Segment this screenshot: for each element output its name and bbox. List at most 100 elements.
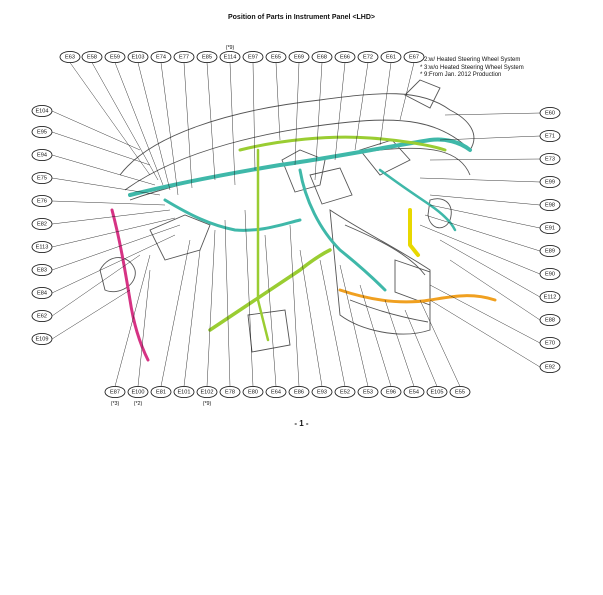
leader-e52 — [319, 259, 346, 387]
connector-oval — [311, 50, 333, 64]
page-title: Position of Parts in Instrument Panel <L… — [227, 14, 376, 21]
leader-e113 — [51, 217, 176, 248]
connector-e98: E98 — [539, 198, 561, 212]
connector-e54: E54 — [403, 385, 425, 399]
connector-label: E89 — [545, 248, 555, 254]
connector-e93: E93 — [311, 385, 333, 399]
leader-e92 — [429, 299, 541, 368]
leader-lines — [51, 62, 541, 387]
connector-oval — [357, 50, 379, 64]
connector-label: E95 — [37, 129, 47, 135]
connector-oval — [173, 385, 195, 399]
connector-oval — [539, 129, 561, 143]
panel-outline — [99, 79, 475, 353]
harness-teal-center — [298, 168, 387, 292]
connector-e71: E71 — [539, 129, 561, 143]
connector-e69: E69 — [288, 50, 310, 64]
connector-label: E98 — [545, 202, 555, 208]
leader-e75 — [51, 177, 161, 196]
leader-e60 — [444, 112, 541, 116]
connector-label: E97 — [248, 54, 258, 60]
connector-e81: E81 — [150, 385, 172, 399]
connector-oval — [539, 360, 561, 374]
connector-label: E85 — [202, 54, 212, 60]
connector-label: E83 — [37, 267, 47, 273]
connector-note: (*9) — [226, 45, 235, 51]
connector-label: E112 — [544, 294, 557, 300]
page-number: - 1 - — [294, 419, 309, 428]
leader-e65 — [275, 62, 281, 141]
connector-label: E58 — [87, 54, 97, 60]
connector-oval — [539, 336, 561, 350]
connector-e100: E100(*2) — [127, 385, 149, 407]
connector-oval — [539, 175, 561, 189]
connector-e55: E55 — [449, 385, 471, 399]
connector-label: E91 — [545, 225, 555, 231]
connector-label: E59 — [110, 54, 120, 60]
connector-oval — [127, 385, 149, 399]
connector-oval — [31, 171, 53, 185]
connector-oval — [104, 50, 126, 64]
connector-e96: E96 — [380, 385, 402, 399]
leader-e62 — [51, 254, 141, 317]
connector-oval — [31, 217, 53, 231]
leader-e77 — [183, 62, 193, 189]
connector-e97: E97 — [242, 50, 264, 64]
connector-label: E81 — [156, 389, 166, 395]
connector-e52: E52 — [334, 385, 356, 399]
connector-oval — [539, 267, 561, 281]
connector-label: E86 — [294, 389, 304, 395]
connector-oval — [242, 385, 264, 399]
connector-oval — [380, 385, 402, 399]
connector-e101: E101 — [173, 385, 195, 399]
connector-e84: E84 — [31, 286, 53, 300]
leader-e64 — [264, 234, 277, 387]
connector-oval — [311, 385, 333, 399]
connector-label: E102 — [200, 389, 213, 395]
leader-e69 — [294, 62, 300, 166]
note-line: * 2:w/ Heated Steering Wheel System — [420, 57, 521, 63]
connector-e90: E90 — [539, 267, 561, 281]
connector-label: E109 — [35, 336, 48, 342]
harness-green-low — [208, 248, 332, 332]
connector-e113: E113 — [31, 240, 53, 254]
connector-label: E103 — [131, 54, 144, 60]
connector-e53: E53 — [357, 385, 379, 399]
connector-e62: E62 — [31, 309, 53, 323]
leader-e103 — [137, 62, 171, 191]
connector-oval — [539, 152, 561, 166]
leader-e71 — [439, 135, 541, 141]
connector-oval — [403, 385, 425, 399]
connector-oval — [127, 50, 149, 64]
connector-e74: E74 — [150, 50, 172, 64]
connector-e95: E95 — [31, 125, 53, 139]
connector-e86: E86 — [288, 385, 310, 399]
connector-label: E71 — [545, 133, 555, 139]
harness-magenta — [110, 208, 150, 362]
connector-e89: E89 — [539, 244, 561, 258]
connector-e87: E87(*3) — [104, 385, 126, 407]
connector-note: (*9) — [203, 401, 212, 407]
leader-e89 — [424, 214, 541, 252]
connector-e77: E77 — [173, 50, 195, 64]
connector-oval — [31, 286, 53, 300]
connector-e65: E65 — [265, 50, 287, 64]
harness-green-post — [256, 148, 270, 342]
connector-oval — [31, 332, 53, 346]
leader-e78 — [224, 219, 231, 387]
connector-label: E113 — [36, 244, 49, 250]
connector-label: E92 — [545, 364, 555, 370]
connector-oval — [539, 198, 561, 212]
leader-e114 — [229, 62, 236, 186]
connector-e67: E67 — [403, 50, 425, 64]
connector-oval — [173, 50, 195, 64]
connector-e72: E72 — [357, 50, 379, 64]
connector-oval — [219, 50, 241, 64]
leader-e85 — [206, 62, 216, 181]
connector-oval — [81, 50, 103, 64]
connector-label: E90 — [545, 271, 555, 277]
connector-label: E64 — [271, 389, 281, 395]
connector-label: E62 — [37, 313, 47, 319]
connector-oval — [334, 385, 356, 399]
